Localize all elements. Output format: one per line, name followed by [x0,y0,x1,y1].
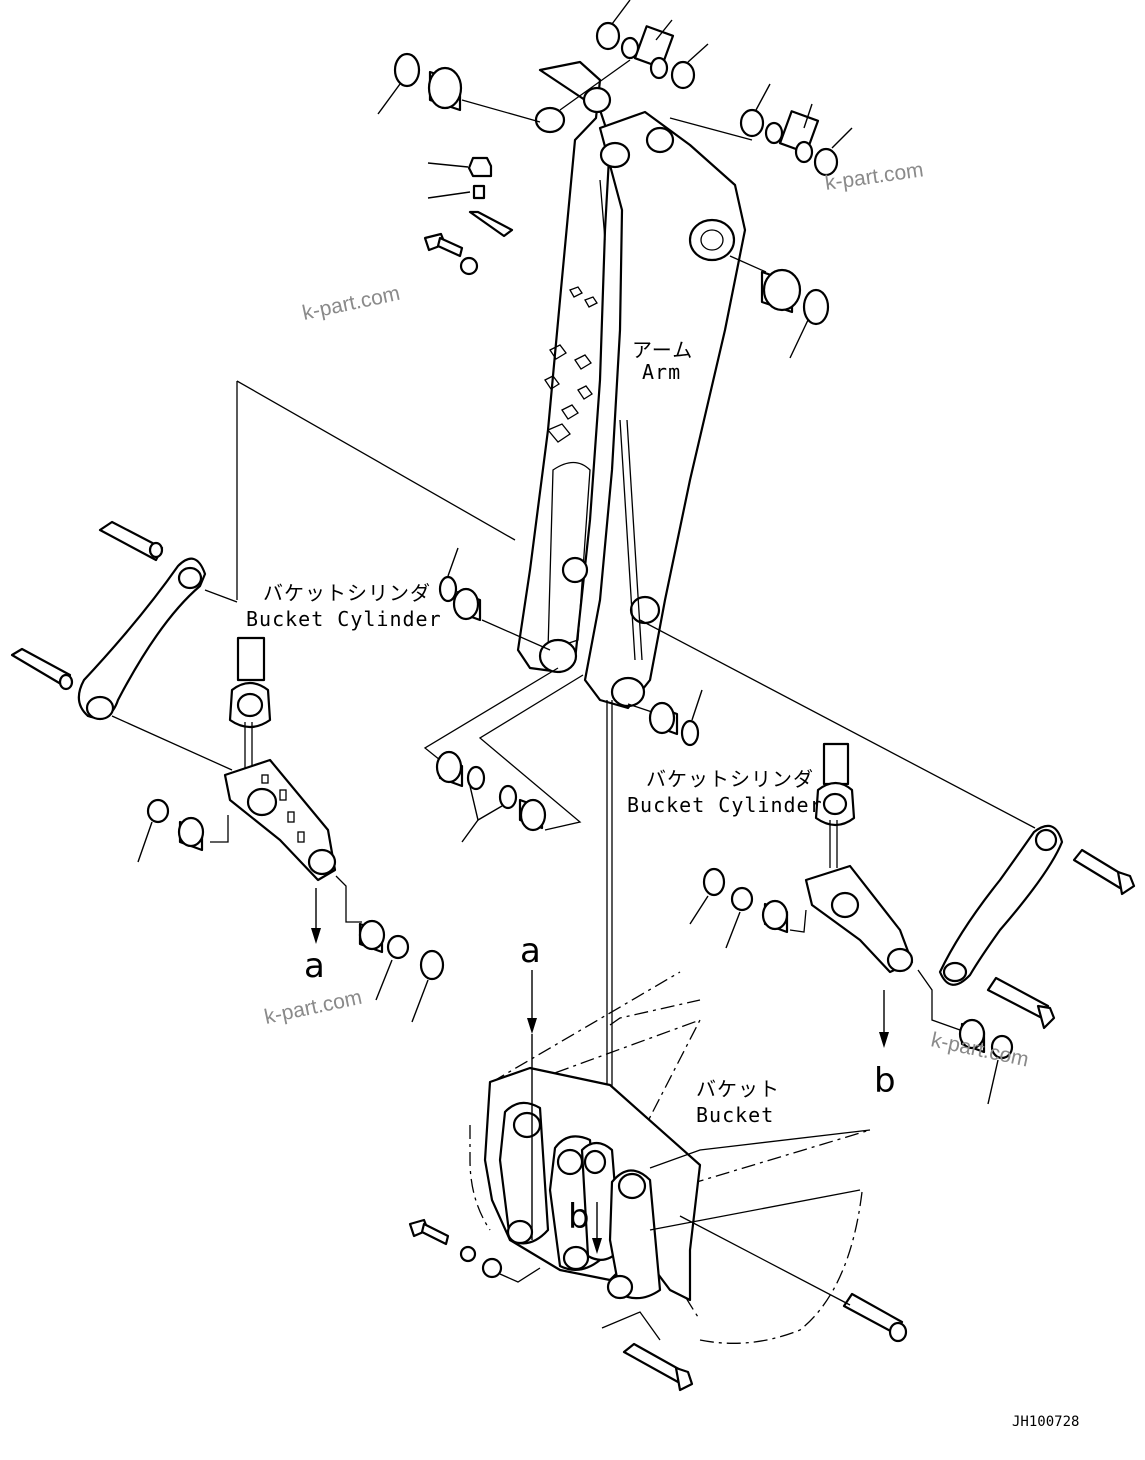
watermark: k-part.com [823,158,924,195]
callout-b-bucket: b [568,1197,590,1237]
callout-a-left: a [304,946,325,986]
left-link-assembly [10,520,445,1023]
top-pin-group-1 [559,0,709,111]
arm-bottom-bushings [435,547,703,843]
bucket-label-en: Bucket [696,1103,774,1127]
watermark: k-part.com [300,282,402,325]
grease-fitting [423,156,514,276]
bucket-assembly [408,970,908,1392]
bucket-label-jp: バケット [696,1077,780,1101]
top-pin-group-2 [669,83,853,177]
callout-b-right: b [874,1061,896,1101]
assembly-lines [204,380,1036,1150]
upper-left-bushing [377,52,541,123]
bucket-cylinder-right-label-en: Bucket Cylinder [627,793,823,817]
bucket-cylinder-left-label-en: Bucket Cylinder [246,607,442,631]
arm-label-en: Arm [642,360,681,384]
drawing-code: JH100728 [1012,1414,1079,1430]
arm-label-jp: アーム [632,338,693,362]
arm-assembly [516,60,747,710]
bucket-cylinder-right-label-jp: バケットシリンダ [646,767,814,791]
callout-a-bucket: a [520,931,541,971]
right-link-assembly [689,742,1136,1105]
right-arm-bushing [729,255,830,359]
watermark: k-part.com [262,986,364,1029]
bucket-cylinder-left-label-jp: バケットシリンダ [263,581,431,605]
